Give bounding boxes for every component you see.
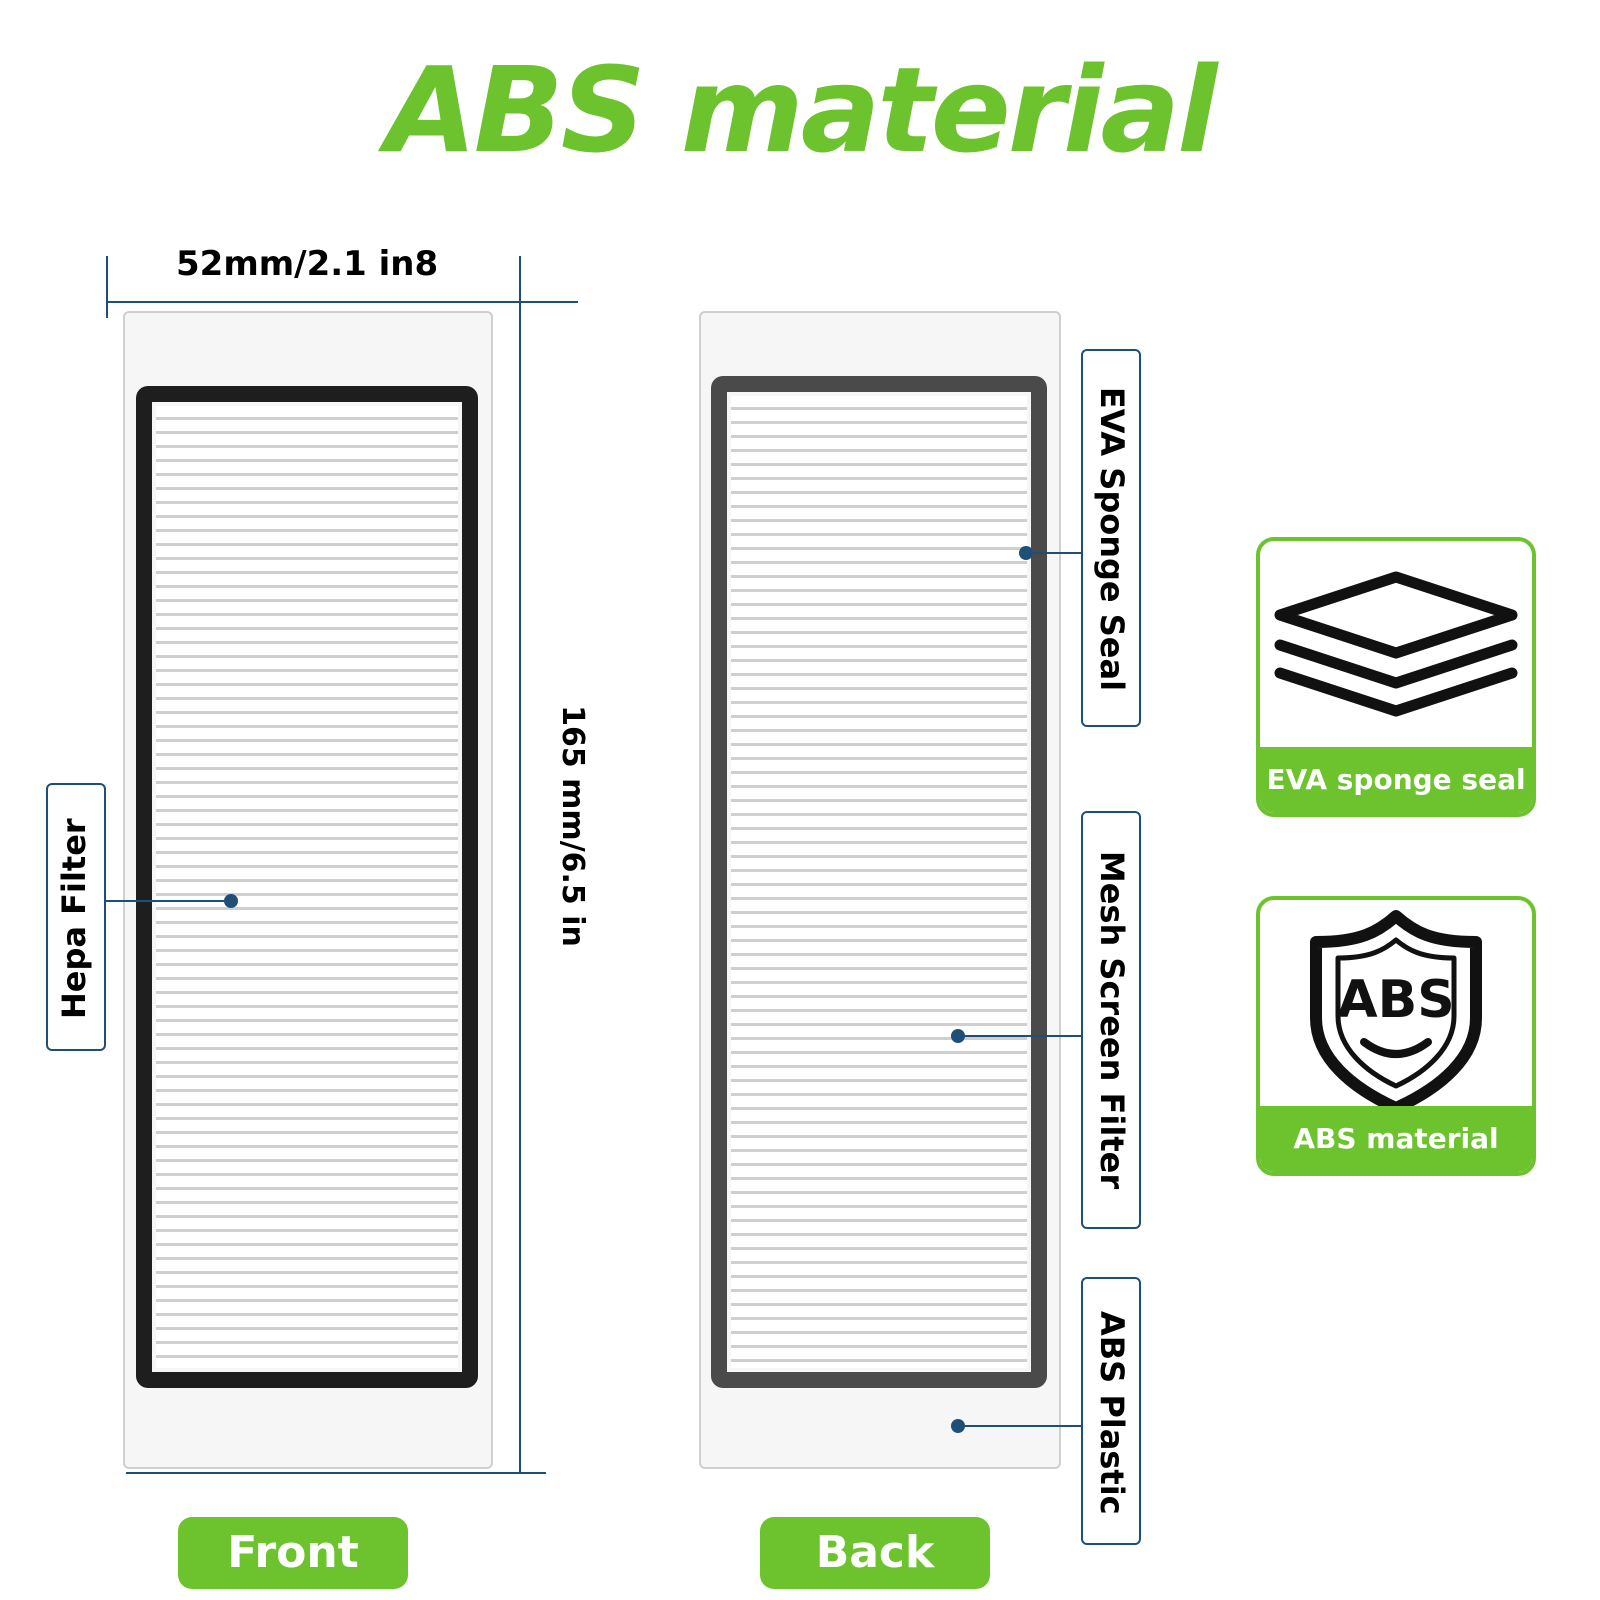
height-dimension-tick-bottom bbox=[126, 1472, 546, 1474]
headline: ABS material bbox=[385, 41, 1217, 179]
eva-sponge-seal-card-label: EVA sponge seal bbox=[1260, 747, 1532, 813]
eva-sponge-seal-card: EVA sponge seal bbox=[1256, 537, 1536, 817]
eva-seal-callout-box bbox=[1081, 349, 1141, 727]
abs-material-card-label: ABS material bbox=[1260, 1106, 1532, 1172]
width-dimension-tick-left bbox=[106, 256, 108, 318]
shield-icon bbox=[1310, 910, 1482, 1114]
shield-icon-text: ABS bbox=[1337, 970, 1455, 1030]
hepa-filter-callout-box bbox=[46, 783, 106, 1051]
hepa-filter-leader bbox=[106, 900, 230, 902]
abs-plastic-callout-label: ABS Plastic bbox=[1093, 1311, 1131, 1515]
eva-seal-callout-label: EVA Sponge Seal bbox=[1093, 386, 1131, 692]
front-filter-seal-frame bbox=[136, 386, 478, 1388]
height-dimension-line bbox=[519, 256, 521, 1472]
abs-plastic-callout-box bbox=[1081, 1277, 1141, 1545]
back-label: Back bbox=[760, 1517, 990, 1589]
width-dimension-line bbox=[106, 301, 578, 303]
mesh-filter-leader bbox=[958, 1035, 1081, 1037]
mesh-filter-callout-label: Mesh Screen Filter bbox=[1093, 850, 1131, 1190]
back-filter-seal-frame bbox=[711, 376, 1047, 1388]
layers-icon bbox=[1274, 571, 1518, 717]
back-mesh-pleats bbox=[731, 396, 1027, 1368]
abs-material-card: ABS ABS material bbox=[1256, 896, 1536, 1176]
hepa-filter-callout-label: Hepa Filter bbox=[55, 818, 93, 1019]
height-dimension-label: 165 mm/6.5 in bbox=[555, 705, 590, 947]
front-label: Front bbox=[178, 1517, 408, 1589]
eva-seal-leader bbox=[1026, 552, 1081, 554]
abs-plastic-dot bbox=[951, 1419, 965, 1433]
front-hepa-pleats bbox=[156, 406, 458, 1368]
eva-seal-dot bbox=[1019, 546, 1033, 560]
abs-plastic-leader bbox=[958, 1425, 1081, 1427]
hepa-filter-dot bbox=[224, 894, 238, 908]
width-dimension-label: 52mm/2.1 in8 bbox=[176, 244, 439, 284]
mesh-filter-dot bbox=[951, 1029, 965, 1043]
mesh-filter-callout-box bbox=[1081, 811, 1141, 1229]
